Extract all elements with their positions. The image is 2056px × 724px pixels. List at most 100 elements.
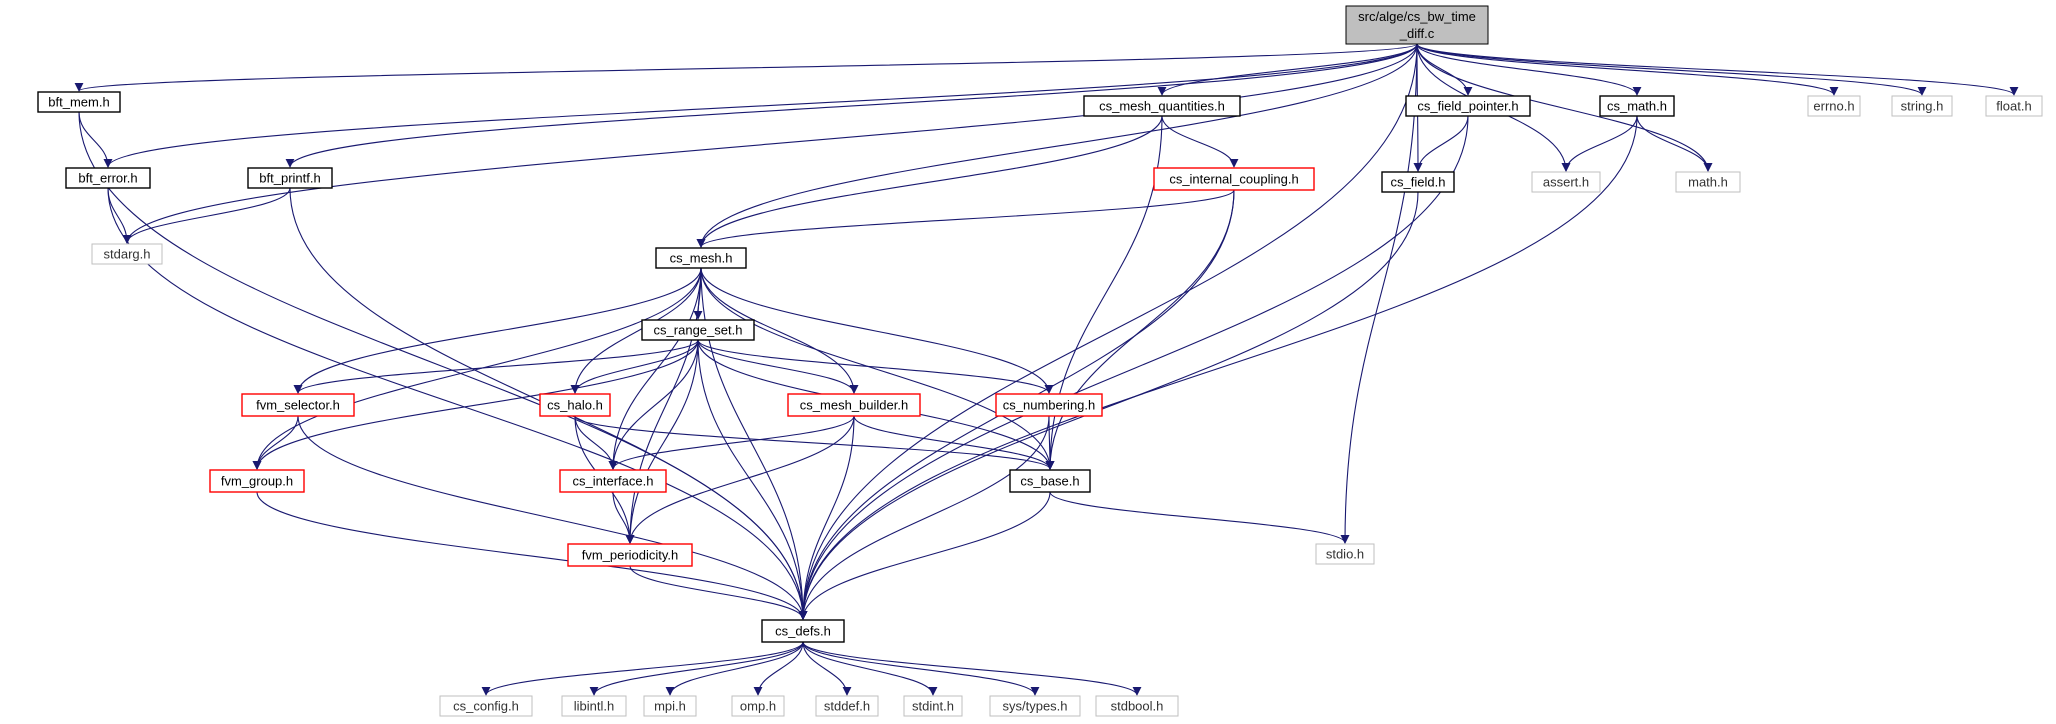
node-cs-field[interactable]: cs_field.h: [1381, 171, 1455, 193]
edge-cs-range-set-to-fvm-group: [252, 339, 699, 470]
edge-cs-mesh-builder-to-cs-defs: [798, 415, 855, 620]
node-label: mpi.h: [654, 699, 686, 714]
node-math: math.h: [1675, 171, 1741, 193]
edge-cs-base-to-stdio: [1049, 491, 1350, 544]
node-label: bft_printf.h: [259, 171, 320, 186]
edge-root-to-cs-mesh: [696, 43, 1418, 248]
edge-fvm-group-to-cs-defs: [256, 491, 808, 620]
edge-bft-mem-to-cs-defs: [78, 111, 808, 620]
edge-cs-mesh-to-fvm-periodicity: [625, 267, 702, 544]
node-cs-math[interactable]: cs_math.h: [1599, 95, 1675, 117]
edge-cs-range-set-to-cs-mesh-builder: [697, 339, 859, 394]
node-label: cs_halo.h: [547, 398, 603, 413]
edge-cs-base-to-cs-defs: [798, 491, 1051, 620]
node-label: fvm_selector.h: [256, 398, 340, 413]
node-label: cs_mesh.h: [670, 251, 733, 266]
node-cs-defs[interactable]: cs_defs.h: [761, 619, 845, 643]
node-fvm-group[interactable]: fvm_group.h: [209, 469, 305, 493]
node-cs-field-pointer[interactable]: cs_field_pointer.h: [1405, 95, 1531, 117]
node-cs-mesh[interactable]: cs_mesh.h: [655, 247, 747, 269]
root-label-line1: src/alge/cs_bw_time: [1358, 9, 1476, 24]
edge-cs-internal-coupling-to-cs-mesh: [696, 189, 1235, 248]
node-cs-interface[interactable]: cs_interface.h: [559, 469, 667, 493]
node-label: cs_range_set.h: [654, 323, 743, 338]
node-fvm-periodicity[interactable]: fvm_periodicity.h: [567, 543, 693, 567]
edge-cs-defs-to-sys-types: [802, 641, 1040, 696]
edge-fvm-selector-to-fvm-group: [252, 415, 299, 470]
node-stddef: stddef.h: [815, 695, 879, 717]
node-label: stdint.h: [912, 699, 954, 714]
node-label: sys/types.h: [1002, 699, 1067, 714]
edge-root-to-cs-math: [1416, 43, 1642, 96]
node-libintl: libintl.h: [561, 695, 627, 717]
edge-root-to-bft-error: [103, 43, 1418, 168]
node-cs-base[interactable]: cs_base.h: [1009, 469, 1091, 493]
edge-cs-defs-to-stdint: [802, 641, 938, 696]
node-cs-mesh-builder[interactable]: cs_mesh_builder.h: [787, 393, 921, 417]
edge-root-to-math: [1416, 43, 1713, 172]
edge-root-to-cs-defs: [798, 43, 1418, 620]
node-cs-numbering[interactable]: cs_numbering.h: [995, 393, 1103, 417]
edge-bft-error-to-stdarg: [107, 187, 132, 244]
node-label: libintl.h: [574, 699, 614, 714]
edge-cs-mesh-quantities-to-cs-mesh: [696, 115, 1163, 248]
node-cs-mesh-quantities[interactable]: cs_mesh_quantities.h: [1083, 95, 1241, 117]
node-omp: omp.h: [731, 695, 785, 717]
node-label: stdbool.h: [1111, 699, 1164, 714]
node-fvm-selector[interactable]: fvm_selector.h: [241, 393, 355, 417]
node-cs-range-set[interactable]: cs_range_set.h: [641, 319, 755, 341]
node-label: cs_mesh_quantities.h: [1099, 99, 1225, 114]
edge-cs-mesh-builder-to-fvm-periodicity: [625, 415, 855, 544]
node-label: cs_config.h: [453, 699, 519, 714]
node-label: math.h: [1688, 175, 1728, 190]
node-label: float.h: [1996, 99, 2031, 114]
edge-cs-range-set-to-cs-halo: [570, 339, 699, 394]
node-label: stddef.h: [824, 699, 870, 714]
node-cs-halo[interactable]: cs_halo.h: [539, 393, 611, 417]
node-root[interactable]: src/alge/cs_bw_time _diff.c: [1345, 5, 1489, 45]
edge-cs-mesh-builder-to-cs-base: [853, 415, 1055, 470]
node-label: string.h: [1901, 99, 1944, 114]
edge-fvm-periodicity-to-cs-defs: [629, 565, 808, 620]
node-stdarg: stdarg.h: [91, 243, 163, 265]
node-stdint: stdint.h: [903, 695, 963, 717]
node-float: float.h: [1985, 95, 2043, 117]
node-sys-types: sys/types.h: [989, 695, 1081, 717]
node-stdio: stdio.h: [1315, 543, 1375, 565]
edge-cs-range-set-to-cs-numbering: [697, 339, 1054, 394]
edge-root-to-errno: [1416, 43, 1839, 96]
node-label: bft_error.h: [78, 171, 137, 186]
edge-root-to-string: [1416, 43, 1927, 96]
edge-cs-mesh-quantities-to-cs-internal-coupling: [1161, 115, 1239, 168]
node-label: cs_field_pointer.h: [1417, 99, 1518, 114]
edge-cs-math-to-assert: [1561, 115, 1638, 172]
node-label: cs_mesh_builder.h: [800, 398, 908, 413]
edge-cs-internal-coupling-to-cs-base: [1045, 189, 1235, 470]
edge-root-to-cs-mesh-quantities: [1157, 43, 1418, 96]
edge-root-to-stdarg: [122, 43, 1418, 244]
node-cs-config: cs_config.h: [439, 695, 533, 717]
edge-cs-range-set-to-fvm-selector: [293, 339, 699, 394]
node-bft-mem[interactable]: bft_mem.h: [37, 91, 121, 113]
node-label: omp.h: [740, 699, 776, 714]
node-stdbool: stdbool.h: [1095, 695, 1179, 717]
edge-root-to-float: [1416, 43, 2019, 96]
node-label: fvm_group.h: [221, 474, 293, 489]
edge-cs-range-set-to-cs-defs: [697, 339, 808, 620]
node-string: string.h: [1891, 95, 1953, 117]
edge-cs-defs-to-libintl: [589, 641, 804, 696]
node-bft-error[interactable]: bft_error.h: [65, 167, 151, 189]
node-label: cs_base.h: [1020, 474, 1079, 489]
node-bft-printf[interactable]: bft_printf.h: [247, 167, 333, 189]
node-errno: errno.h: [1807, 95, 1861, 117]
edge-cs-field-pointer-to-cs-field: [1413, 115, 1469, 172]
edge-cs-mesh-to-fvm-group: [252, 267, 702, 470]
node-cs-internal-coupling[interactable]: cs_internal_coupling.h: [1153, 167, 1315, 191]
edge-cs-field-to-cs-defs: [798, 191, 1419, 620]
edge-bft-mem-to-bft-error: [78, 111, 113, 168]
edge-cs-defs-to-stdbool: [802, 641, 1142, 696]
edge-bft-error-to-cs-defs: [107, 187, 808, 620]
edge-cs-defs-to-cs-config: [481, 641, 804, 696]
dependency-nodes: src/alge/cs_bw_time _diff.c bft_mem.hbft…: [37, 5, 2043, 717]
